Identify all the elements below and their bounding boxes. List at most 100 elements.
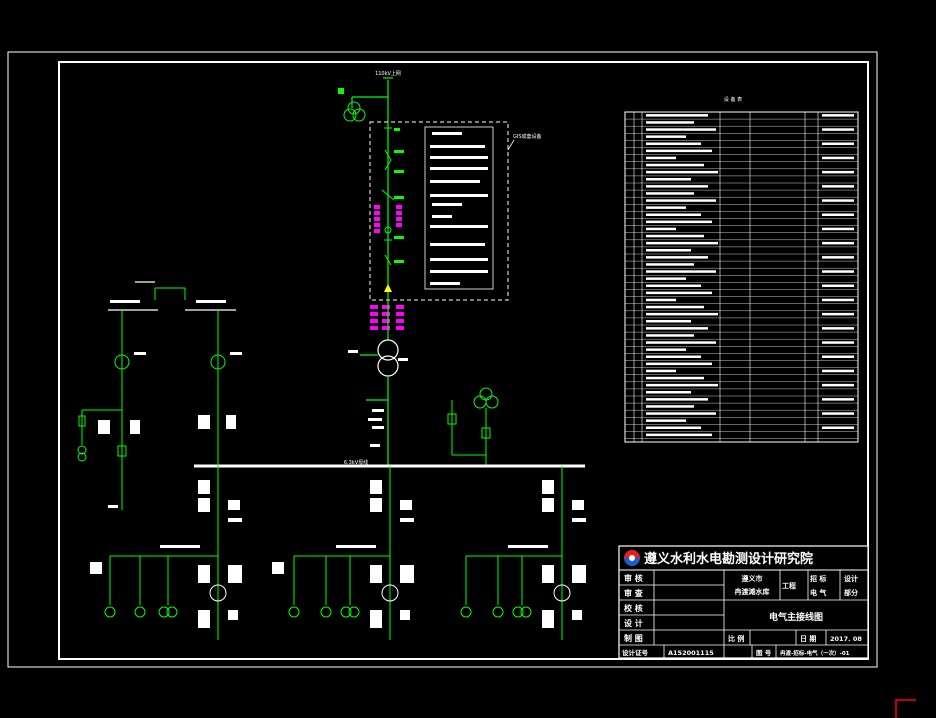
equipment-table-cell xyxy=(646,199,716,202)
equipment-table-cell xyxy=(646,206,686,209)
date-label: 日 期 xyxy=(800,634,816,643)
stage-bottom-left: 电 气 xyxy=(810,588,826,597)
equipment-table-cell xyxy=(646,128,716,131)
equipment-table-cell xyxy=(822,128,854,131)
equipment-table xyxy=(624,111,859,443)
equipment-table-cell xyxy=(646,369,676,373)
arrester-top xyxy=(338,88,344,94)
equipment-table-cell xyxy=(822,369,854,373)
generator-unit-3 xyxy=(460,466,586,640)
equipment-table-cell xyxy=(646,277,686,280)
main-transformer-labels xyxy=(348,350,408,447)
equipment-table-cell xyxy=(646,433,712,437)
equipment-table-cell xyxy=(646,320,691,323)
inner-frame xyxy=(58,61,869,660)
equipment-table-cell xyxy=(646,298,676,302)
equipment-table-cell xyxy=(646,149,712,153)
equipment-table-cell xyxy=(822,426,854,429)
institute-logo xyxy=(624,550,640,566)
equipment-table-cell xyxy=(822,270,854,273)
equipment-table-cell xyxy=(646,426,701,429)
equipment-table-cell xyxy=(646,156,676,160)
ct-group-gis xyxy=(374,205,402,233)
stage-top-left: 招 标 xyxy=(810,574,826,583)
equipment-table-cell xyxy=(646,383,718,387)
equipment-table-cell xyxy=(822,199,854,202)
equipment-table-cell xyxy=(822,241,854,245)
equipment-table-cell xyxy=(646,249,691,252)
left-feeders xyxy=(77,287,226,510)
equipment-table-cell xyxy=(822,256,854,259)
outer-frame xyxy=(7,51,878,668)
gis-terminals xyxy=(394,128,404,263)
equipment-table-title: 设 备 表 xyxy=(724,96,742,103)
project-suffix: 工程 xyxy=(782,581,796,590)
equipment-table-cell xyxy=(646,170,718,174)
main-transformer xyxy=(360,300,399,465)
stage-top-right: 设计 xyxy=(844,574,858,583)
equipment-table-cell xyxy=(646,256,708,259)
equipment-table-cell xyxy=(822,213,854,216)
equipment-table-cell xyxy=(646,213,701,216)
equipment-table-cell xyxy=(646,284,701,287)
equipment-table-cell xyxy=(822,355,854,358)
busbar-label: 6.3kV母线 xyxy=(344,459,368,466)
equipment-table-cell xyxy=(646,305,704,309)
cert-label: 设计证号 xyxy=(622,648,649,657)
generator-unit-1 xyxy=(90,466,242,640)
equipment-table-cell xyxy=(822,227,854,231)
left-feeder-labels xyxy=(98,300,242,508)
pt-symbol-top xyxy=(343,101,366,122)
equipment-table-cell xyxy=(646,327,708,330)
gis-box xyxy=(369,121,509,301)
equipment-table-cell xyxy=(646,121,694,124)
equipment-table-cell xyxy=(646,376,704,380)
equipment-table-cell xyxy=(822,412,854,415)
equipment-table-cell xyxy=(646,398,708,401)
equipment-table-cell xyxy=(646,412,716,415)
equipment-table-cell xyxy=(646,263,694,266)
equipment-table-cell xyxy=(822,383,854,387)
equipment-table-cell xyxy=(822,398,854,401)
row-examine-label: 审 查 xyxy=(624,588,644,598)
corner-mark xyxy=(895,699,916,718)
equipment-table-cell xyxy=(646,355,701,358)
equipment-table-cell xyxy=(646,192,694,195)
drawing-no-value: 冉渡-招标-电气（一次）-01 xyxy=(780,649,850,657)
gis-switchgear xyxy=(381,127,395,266)
cert-value: A152001115 xyxy=(668,649,714,657)
equipment-table-cell xyxy=(646,391,691,394)
row-review-label: 审 核 xyxy=(624,573,643,583)
equipment-table-cell xyxy=(822,284,854,287)
equipment-table-cell xyxy=(646,312,718,316)
equipment-table-cell xyxy=(822,312,854,316)
stage-bottom-right: 部分 xyxy=(844,588,858,597)
left-busbars xyxy=(108,281,236,311)
equipment-table-cell xyxy=(822,170,854,174)
equipment-table-cell xyxy=(646,405,694,408)
row-design-label: 设 计 xyxy=(624,618,643,628)
equipment-table-cell xyxy=(822,156,854,160)
ct-group-main xyxy=(370,305,404,330)
scale-label: 比 例 xyxy=(728,634,744,643)
equipment-table-cell xyxy=(646,227,676,231)
gis-parameter-list xyxy=(424,126,494,290)
equipment-table-cell xyxy=(646,163,704,167)
equipment-table-cell xyxy=(646,270,716,273)
equipment-table-cell xyxy=(646,185,708,188)
title-block: 遵义水利水电勘测设计研究院 审 核 审 查 校 核 设 计 制 图 遵义市 冉渡… xyxy=(618,545,869,659)
equipment-table-cell xyxy=(646,142,701,145)
top-line-label: 110kV上网 xyxy=(375,70,401,77)
date-value: 2017. 08 xyxy=(830,635,862,643)
generator-unit-2 xyxy=(272,466,414,640)
equipment-table-cell xyxy=(646,114,708,117)
equipment-table-cell xyxy=(646,362,712,366)
gis-box-label: GIS成套设备 xyxy=(513,133,542,140)
project-line2: 冉渡滩水库 xyxy=(735,587,770,596)
equipment-table-cell xyxy=(646,234,704,238)
equipment-table-cell xyxy=(822,185,854,188)
equipment-table-cell xyxy=(646,341,716,344)
station-service-branch xyxy=(447,387,499,465)
equipment-table-cell xyxy=(822,298,854,302)
equipment-table-cell xyxy=(822,327,854,330)
